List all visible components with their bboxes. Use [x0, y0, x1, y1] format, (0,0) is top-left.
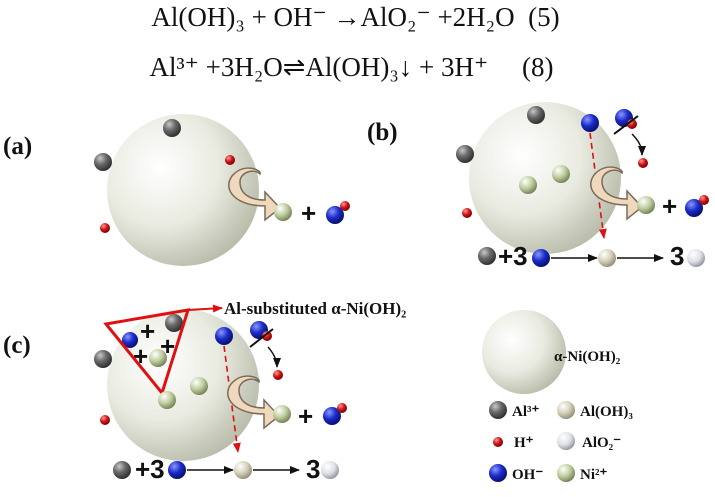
aloh3-ball-icon [234, 461, 252, 479]
al-substitution-triangle [103, 308, 191, 397]
al3-ball-icon [527, 106, 545, 124]
h-ball-icon [340, 201, 350, 211]
plus-sign: + [662, 191, 677, 221]
release-arrow-icon [267, 346, 281, 368]
equation-5-text: Al(OH)₃ + OH⁻ →AlO₂⁻ +2H₂O [151, 2, 515, 32]
coefficient-left: +3 [498, 241, 528, 271]
al3-ball-icon [456, 145, 474, 163]
release-arrow-icon [631, 133, 646, 156]
plus-sign: + [160, 331, 175, 361]
panel-a: (a) + [3, 114, 350, 266]
ni2-ball-icon [637, 196, 655, 214]
legend-label-h: H⁺ [514, 435, 534, 451]
alo2-ball-icon [687, 249, 705, 267]
oh-ball-icon [326, 206, 344, 224]
al3-ball-icon [163, 119, 181, 137]
ni2-ball-icon [274, 203, 292, 221]
panel-c: (c) + + + Al-substituted α-Ni(OH)₂ + +3 [3, 299, 406, 484]
al-substituted-label: Al-substituted α-Ni(OH)₂ [224, 299, 406, 318]
plus-sign: + [301, 198, 316, 228]
coefficient-right: 3 [670, 241, 684, 271]
coefficient-right: 3 [306, 454, 320, 484]
ni2-ball-icon [273, 405, 291, 423]
panel-c-label: (c) [3, 332, 31, 359]
ni2-ball-icon [158, 391, 176, 409]
panel-a-label: (a) [3, 133, 32, 160]
blue-ball-icon [489, 464, 507, 482]
equation-8-text: Al³⁺ +3H₂O⇌Al(OH)₃↓ + 3H⁺ [149, 52, 489, 82]
curved-arrow-icon [590, 166, 644, 221]
h-ball-icon [273, 370, 283, 380]
legend-label-ni2: Ni²⁺ [580, 467, 607, 483]
oh-ball-icon [122, 332, 138, 348]
legend-label-alo2: AlO₂⁻ [582, 435, 621, 451]
aloh3-ball-icon [598, 249, 616, 267]
h-ball-icon [638, 158, 648, 168]
equation-8-number: (8) [522, 52, 554, 82]
oh-ball-icon [323, 407, 341, 425]
panel-b: (b) + +3 3 [367, 102, 709, 271]
alpha-ni-oh2-sphere-icon [482, 310, 566, 394]
h-ball-icon [225, 155, 235, 165]
ni2-ball-icon [519, 176, 537, 194]
equation-5: Al(OH)₃ + OH⁻ →AlO₂⁻ +2H₂O (5) [0, 2, 713, 33]
oh-ball-icon [168, 461, 186, 479]
beige-ball-icon [557, 401, 575, 419]
alpha-ni-oh2-sphere [107, 114, 259, 266]
ni2-ball-icon [149, 349, 167, 367]
annotation-arrow-icon [187, 304, 223, 313]
panel-b-label: (b) [367, 119, 398, 146]
bond-break-icon [249, 328, 274, 348]
plus-sign: + [298, 401, 313, 431]
al3-ball-icon [113, 461, 131, 479]
plus-sign: + [140, 316, 155, 346]
oh-ball-icon [215, 327, 233, 345]
equation-8: Al³⁺ +3H₂O⇌Al(OH)₃↓ + 3H⁺ (8) [0, 52, 709, 83]
legend: α-Ni(OH)₂ Al³⁺ Al(OH)₃ H⁺ AlO₂⁻ OH⁻ Ni²⁺ [482, 310, 633, 483]
oh-ball-icon [532, 249, 550, 267]
h-ball-icon [337, 403, 347, 413]
green-ball-icon [557, 464, 575, 482]
h-ball-icon [462, 208, 472, 218]
legend-label-aloh3: Al(OH)₃ [580, 404, 633, 420]
al3-ball-icon [94, 350, 112, 368]
alpha-ni-oh2-sphere [107, 309, 259, 461]
alo2-ball-icon [321, 461, 339, 479]
light-gray-ball-icon [557, 432, 575, 450]
curved-arrow-icon [228, 167, 282, 222]
ni2-ball-icon [552, 165, 570, 183]
al3-ball-icon [478, 247, 496, 265]
al3-ball-icon [94, 153, 112, 171]
gray-ball-icon [489, 401, 507, 419]
alpha-ni-oh2-sphere [469, 102, 621, 254]
coefficient-left: +3 [135, 454, 165, 484]
legend-sphere-label: α-Ni(OH)₂ [554, 349, 621, 365]
al3-ball-icon [165, 314, 183, 332]
equation-5-number: (5) [528, 2, 560, 32]
legend-label-al3: Al³⁺ [512, 404, 539, 420]
h-ball-icon [100, 223, 110, 233]
oh-ball-icon [581, 114, 599, 132]
curved-arrow-icon [227, 375, 281, 430]
legend-label-oh: OH⁻ [512, 467, 543, 483]
oh-ball-icon [685, 199, 703, 217]
ni2-ball-icon [190, 377, 208, 395]
red-ball-icon [493, 437, 503, 447]
h-ball-icon [699, 195, 709, 205]
h-ball-icon [262, 331, 272, 341]
h-ball-icon [100, 415, 110, 425]
bond-break-icon [613, 115, 639, 135]
